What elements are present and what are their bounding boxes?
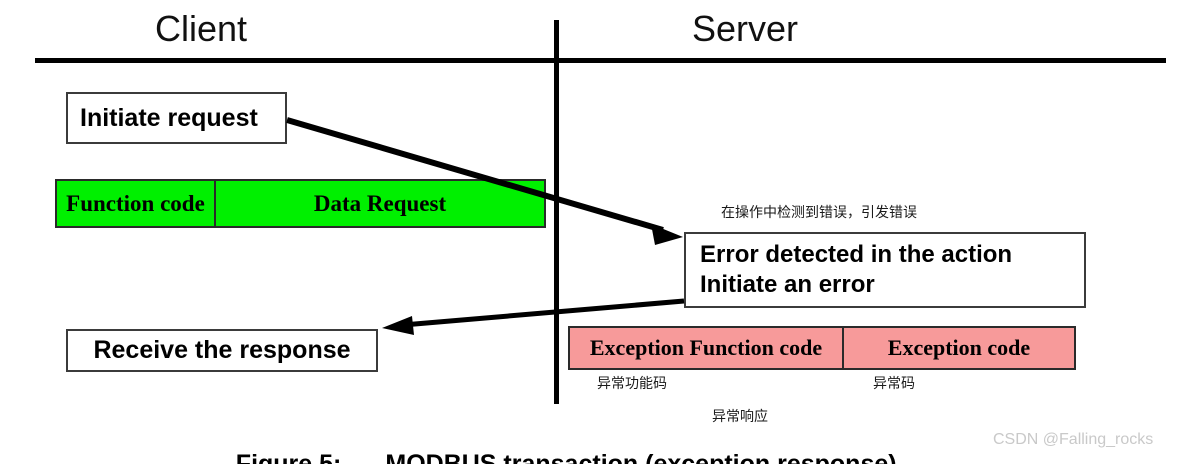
request-function-code-cell: Function code — [57, 181, 216, 226]
figure-title: MODBUS transaction (exception response) — [385, 450, 897, 464]
error-detected-annotation-cn: 在操作中检测到错误，引发错误 — [721, 205, 917, 221]
client-column-title: Client — [155, 8, 248, 49]
server-column-title: Server — [692, 8, 799, 49]
exception-pdu-frame: Exception Function code Exception code — [568, 326, 1076, 370]
exception-code-annotation-cn: 异常码 — [873, 376, 915, 392]
client-server-divider-line — [554, 20, 559, 404]
error-detected-box: Error detected in the action Initiate an… — [684, 232, 1086, 308]
figure-number: Figure 5: — [235, 450, 342, 464]
header-divider-line — [35, 58, 1166, 63]
request-pdu-frame: Function code Data Request — [55, 179, 546, 228]
exception-function-code-annotation-cn: 异常功能码 — [597, 376, 667, 392]
watermark-text: CSDN @Falling_rocks — [993, 431, 1154, 448]
figure-caption: Figure 5: MODBUS transaction (exception r… — [208, 421, 897, 464]
receive-response-box: Receive the response — [66, 329, 378, 372]
initiate-request-box: Initiate request — [66, 92, 287, 144]
exception-function-code-cell: Exception Function code — [570, 328, 844, 368]
exception-code-cell: Exception code — [887, 335, 1031, 360]
request-data-cell: Data Request — [313, 190, 447, 216]
exception-response-annotation-cn: 异常响应 — [712, 409, 768, 425]
